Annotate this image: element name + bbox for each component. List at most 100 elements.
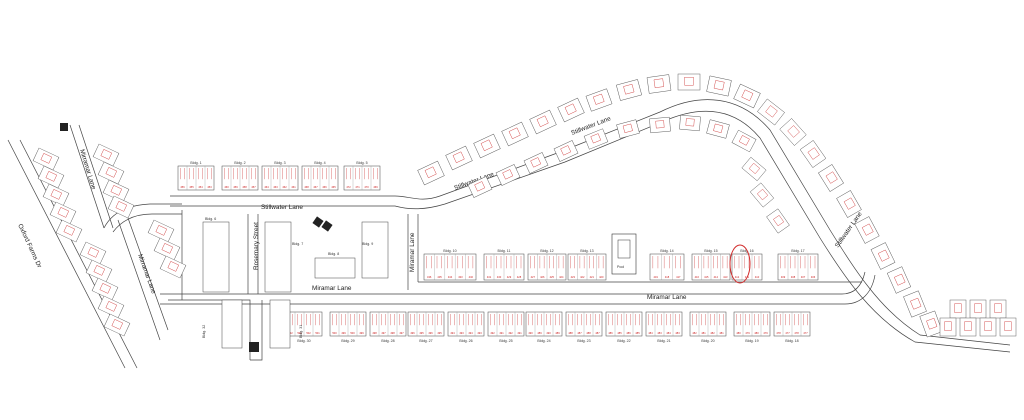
southwest-home-2[interactable] xyxy=(85,259,113,283)
arc-outer-home-18[interactable] xyxy=(854,216,880,244)
arc-outer-home-13[interactable] xyxy=(757,98,785,126)
southwest-home-6[interactable] xyxy=(147,219,175,243)
lot-outline xyxy=(445,145,473,171)
arc-inner-home-3[interactable] xyxy=(523,152,549,174)
building-31[interactable] xyxy=(269,299,291,349)
arc-outer-home-22[interactable] xyxy=(919,310,943,338)
arc-outer-home-6[interactable] xyxy=(557,97,585,123)
arc-inner-home-10[interactable] xyxy=(731,129,757,153)
west-home-6[interactable] xyxy=(92,143,120,167)
arc-outer-home-10[interactable] xyxy=(677,73,701,91)
arc-inner-home-5[interactable] xyxy=(583,128,609,150)
arc-outer-home-7[interactable] xyxy=(585,88,613,112)
arc-outer-home-20[interactable] xyxy=(886,266,912,294)
unit-number: 480 xyxy=(754,331,759,335)
southeast-home-4[interactable] xyxy=(939,317,957,337)
southwest-home-4[interactable] xyxy=(97,295,125,319)
arc-inner-home-8[interactable] xyxy=(679,114,701,132)
southeast-home-3[interactable] xyxy=(989,299,1007,319)
west-home-9[interactable] xyxy=(107,195,135,219)
building-9[interactable] xyxy=(361,221,389,279)
west-home-4[interactable] xyxy=(49,201,77,225)
unit-number: 483 xyxy=(657,331,662,335)
arc-outer-home-11[interactable] xyxy=(706,75,732,97)
arc-outer-home-4[interactable] xyxy=(501,121,529,147)
arc-inner-home-12[interactable] xyxy=(749,182,775,208)
arc-outer-home-15[interactable] xyxy=(799,140,827,168)
arc-inner-home-1[interactable] xyxy=(467,176,493,198)
arc-outer-home-21[interactable] xyxy=(903,290,927,318)
arc-outer-home-3[interactable] xyxy=(473,133,501,159)
southwest-home-5[interactable] xyxy=(103,313,131,337)
arc-outer-home-16[interactable] xyxy=(818,164,844,192)
building-13-label: Bldg. 13 xyxy=(580,249,593,253)
arc-outer-home-19[interactable] xyxy=(870,242,896,270)
west-home-8[interactable] xyxy=(102,179,130,203)
building-21-label: Bldg. 21 xyxy=(657,339,670,343)
arc-outer-home-2[interactable] xyxy=(445,145,473,171)
arc-outer-home-17[interactable] xyxy=(836,190,862,218)
arc-outer-home-12[interactable] xyxy=(733,83,761,109)
arc-outer-home-5[interactable] xyxy=(529,109,557,135)
arc-inner-home-6[interactable] xyxy=(616,119,640,139)
building-8[interactable] xyxy=(314,257,356,279)
lot-outline xyxy=(616,79,642,101)
west-home-5[interactable] xyxy=(55,219,83,243)
southeast-home-5[interactable] xyxy=(959,317,977,337)
unit-number: 418 xyxy=(665,275,670,279)
west-home-3[interactable] xyxy=(42,183,70,207)
west-home-2[interactable] xyxy=(37,165,65,189)
building-6[interactable] xyxy=(202,221,230,293)
southeast-home-7[interactable] xyxy=(999,317,1017,337)
southwest-home-8[interactable] xyxy=(159,255,187,279)
arc-outer-home-1[interactable] xyxy=(417,160,445,186)
unit-number: 412 xyxy=(735,275,740,279)
building-7[interactable] xyxy=(264,221,292,293)
southwest-home-1[interactable] xyxy=(79,241,107,265)
arc-outer-home-9[interactable] xyxy=(646,74,672,94)
southwest-home-3[interactable] xyxy=(91,277,119,301)
southeast-home-2[interactable] xyxy=(969,299,987,319)
southeast-home-1[interactable] xyxy=(949,299,967,319)
arc-inner-home-9[interactable] xyxy=(706,119,730,139)
arc-inner-home-2[interactable] xyxy=(495,164,521,186)
southeast-home-6[interactable] xyxy=(979,317,997,337)
arc-inner-home-7[interactable] xyxy=(649,116,671,134)
arc-inner-home-4[interactable] xyxy=(553,140,579,162)
building-32[interactable] xyxy=(221,299,243,349)
west-home-1[interactable] xyxy=(32,147,60,171)
unit-number: 417 xyxy=(676,275,681,279)
arc-outer-home-8[interactable] xyxy=(616,79,642,101)
arc-outer-home-14[interactable] xyxy=(779,118,807,146)
arc-inner-home-13[interactable] xyxy=(766,208,790,234)
arc-inner-home-11[interactable] xyxy=(741,156,767,182)
southwest-home-7[interactable] xyxy=(153,237,181,261)
west-home-7[interactable] xyxy=(97,161,125,185)
